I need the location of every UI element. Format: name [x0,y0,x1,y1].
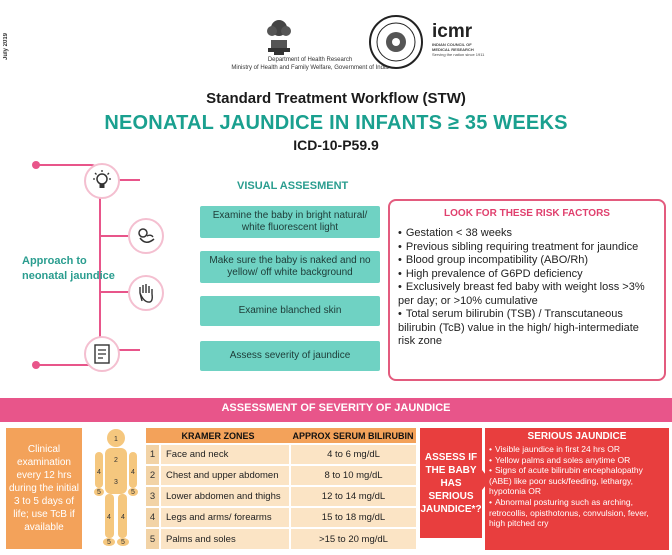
va-step-3: Examine blanched skin [200,296,380,326]
zone-number: 5 [146,527,160,549]
severity-banner [0,398,672,422]
risk-factors-title: LOOK FOR THESE RISK FACTORS [444,208,610,219]
clinical-exam-note: Clinical examination every 12 hrs during… [6,428,82,549]
icmr-logo-text: icmr [432,21,473,42]
icd-code: ICD-10-P59.9 [293,137,379,153]
risk-factor-item: Previous sibling requiring treatment for… [398,241,656,255]
bilirubin-value: 12 to 14 mg/dL [289,485,416,507]
serious-item: Visible jaundice in first 24 hrs OR [489,444,666,455]
va-step-4: Assess severity of jaundice [200,341,380,371]
serious-item: Signs of acute bilirubin encephalopathy … [489,465,666,497]
zone-label: 5 [97,489,101,496]
risk-factors-box: LOOK FOR THESE RISK FACTORS Gestation < … [388,199,666,381]
zone-label: 4 [131,469,135,476]
bilirubin-value: >15 to 20 mg/dL [289,527,416,549]
zone-label: 3 [114,479,118,486]
dhr-seal-icon [369,15,423,69]
icmr-logo-sub-3: Serving the nation since 1911 [432,52,485,57]
serious-jaundice-title: SERIOUS JAUNDICE [527,431,627,442]
zone-number: 2 [146,464,160,486]
table-row: 3 Lower abdomen and thighs 12 to 14 mg/d… [146,485,416,507]
zone-label: 4 [107,514,111,521]
zone-number: 4 [146,506,160,528]
workflow-title: Standard Treatment Workflow (STW) [206,90,466,107]
zone-number: 1 [146,443,160,465]
bilirubin-value: 8 to 10 mg/dL [289,464,416,486]
serious-item: Abnormal posturing such as arching, retr… [489,497,666,529]
icmr-logo-sub-2: MEDICAL RESEARCH [432,47,474,52]
risk-factor-item: Exclusively breast fed baby with weight … [398,281,656,308]
baby-icon [128,218,164,254]
kramer-zones-header: KRAMER ZONES [146,428,290,444]
zone-name: Palms and soles [159,527,290,549]
risk-factor-item: Blood group incompatibility (ABO/Rh) [398,254,656,268]
date-stamp: July 2019 [3,32,9,60]
ministry-text: Department of Health Research Ministry o… [180,56,440,72]
table-row: 4 Legs and arms/ forearms 15 to 18 mg/dL [146,506,416,528]
checklist-icon [84,336,120,372]
zone-label: 4 [121,514,125,521]
serious-item: Yellow palms and soles anytime OR [489,455,666,466]
visual-assessment-title: VISUAL ASSESMENT [237,180,349,192]
serious-jaundice-box: SERIOUS JAUNDICE Visible jaundice in fir… [485,428,669,550]
zone-name: Lower abdomen and thighs [159,485,290,507]
severity-banner-title: ASSESSMENT OF SEVERITY OF JAUNDICE [221,402,451,414]
icmr-logo-sub-1: INDIAN COUNCIL OF [432,42,472,47]
zone-label: 5 [131,489,135,496]
zone-name: Face and neck [159,443,290,465]
risk-factor-item: High prevalence of G6PD deficiency [398,268,656,282]
approach-label: Approach to neonatal jaundice [22,255,115,282]
va-step-2: Make sure the baby is naked and no yello… [200,251,380,283]
table-row: 2 Chest and upper abdomen 8 to 10 mg/dL [146,464,416,486]
hand-icon [128,275,164,311]
risk-factor-item: Total serum bilirubin (TSB) / Transcutan… [398,308,656,349]
zone-label: 5 [121,539,125,546]
serious-jaundice-list: Visible jaundice in first 24 hrs OR Yell… [489,444,666,529]
zone-label: 1 [114,436,118,443]
dept-line-1: Department of Health Research [267,57,353,63]
zone-label: 2 [114,457,118,464]
zone-name: Chest and upper abdomen [159,464,290,486]
va-step-1: Examine the baby in bright natural/ whit… [200,206,380,238]
risk-factors-list: Gestation < 38 weeks Previous sibling re… [398,227,656,349]
zone-number: 3 [146,485,160,507]
bilirubin-header: APPROX SERUM BILIRUBIN [290,428,416,444]
kramer-table-wrapper: KRAMER ZONES APPROX SERUM BILIRUBIN 1 Fa… [146,428,416,550]
bilirubin-value: 4 to 6 mg/dL [289,443,416,465]
zone-label: 5 [107,539,111,546]
main-title: NEONATAL JAUNDICE IN INFANTS ≥ 35 WEEKS [104,112,568,134]
lamp-icon [84,163,120,199]
baby-zones-diagram: 1 2 3 4 4 4 4 5 5 5 5 [94,429,138,546]
bilirubin-value: 15 to 18 mg/dL [289,506,416,528]
assess-serious-jaundice-box: ASSESS IF THE BABY HAS SERIOUS JAUNDICE*… [420,428,482,538]
zone-label: 4 [97,469,101,476]
national-emblem-icon [267,20,291,55]
dept-line-2: Ministry of Health and Family Welfare, G… [231,65,389,71]
icmr-logo: icmr INDIAN COUNCIL OF MEDICAL RESEARCH … [432,22,512,66]
risk-factor-item: Gestation < 38 weeks [398,227,656,241]
zone-name: Legs and arms/ forearms [159,506,290,528]
table-row: 5 Palms and soles >15 to 20 mg/dL [146,527,416,549]
table-row: 1 Face and neck 4 to 6 mg/dL [146,443,416,465]
kramer-table: KRAMER ZONES APPROX SERUM BILIRUBIN 1 Fa… [146,428,416,549]
